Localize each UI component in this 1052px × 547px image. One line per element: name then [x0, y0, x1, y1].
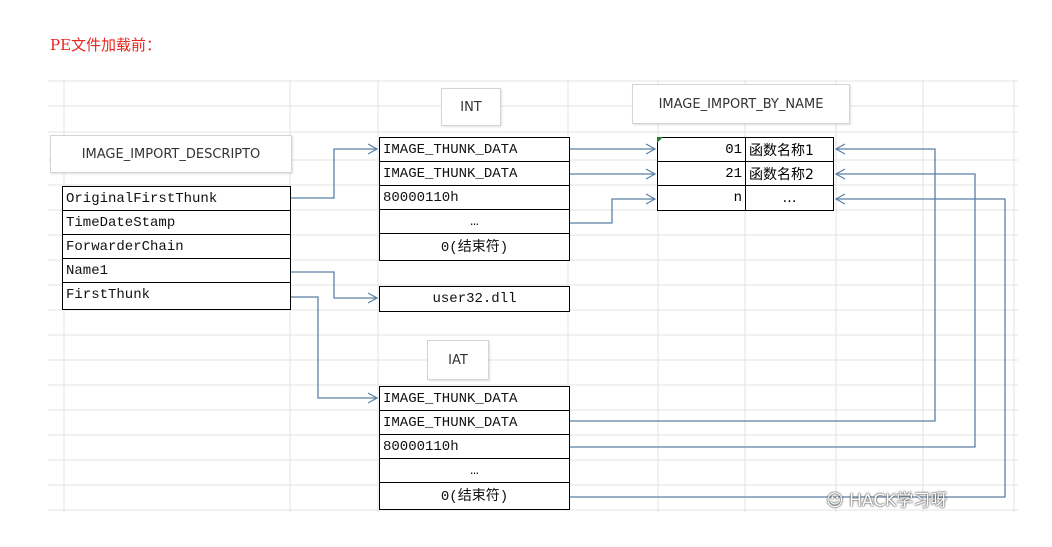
descriptor-field: OriginalFirstThunk [63, 187, 290, 211]
descriptor-field: Name1 [63, 259, 290, 283]
ibn-row: n … [658, 186, 833, 210]
arrow-int-dots-to-ibn3 [570, 193, 657, 224]
int-row: 0(结束符) [440, 240, 509, 256]
int-label: INT [441, 88, 501, 126]
descriptor-label: IMAGE_IMPORT_DESCRIPTO [50, 135, 292, 173]
iat-label: IAT [427, 340, 489, 380]
int-row: IMAGE_THUNK_DATA [380, 138, 569, 162]
dll-name: user32.dll [432, 291, 517, 307]
ibn-table: 01 函数名称1 21 函数名称2 n … [657, 137, 834, 211]
arrow-iat-end-to-ibn3 [570, 193, 1006, 498]
ibn-name: … [782, 190, 797, 206]
ibn-hint: 21 [658, 162, 746, 185]
ibn-row: 21 函数名称2 [658, 162, 833, 186]
cell-marker-icon [657, 137, 663, 143]
wechat-icon: ☺ [826, 491, 844, 511]
int-row: IMAGE_THUNK_DATA [380, 162, 569, 186]
ibn-hint: 01 [658, 138, 746, 161]
descriptor-field: FirstThunk [66, 287, 151, 303]
ibn-name: 函数名称2 [749, 166, 814, 183]
arrow-oft-to-int [291, 143, 379, 199]
iat-row: 80000110h [380, 435, 569, 459]
page-title: PE文件加载前： [50, 36, 162, 54]
iat-table: IMAGE_THUNK_DATA IMAGE_THUNK_DATA 800001… [379, 386, 570, 510]
iat-row: 0(结束符) [440, 489, 509, 505]
ibn-label: IMAGE_IMPORT_BY_NAME [632, 84, 850, 124]
int-table: IMAGE_THUNK_DATA IMAGE_THUNK_DATA 800001… [379, 137, 570, 261]
watermark-text: HACK学习呀 [849, 491, 948, 511]
ibn-row: 01 函数名称1 [658, 138, 833, 162]
iat-row: IMAGE_THUNK_DATA [380, 387, 569, 411]
arrow-ft-to-iat [291, 296, 379, 404]
ibn-name: 函数名称1 [749, 142, 814, 159]
arrow-iat3-to-ibn2 [570, 168, 976, 448]
descriptor-field: ForwarderChain [63, 235, 290, 259]
descriptor-table: OriginalFirstThunk TimeDateStamp Forward… [62, 186, 291, 310]
int-row: 80000110h [380, 186, 569, 210]
arrow-name-to-dll [291, 271, 379, 304]
int-row: … [380, 210, 569, 234]
iat-row: IMAGE_THUNK_DATA [380, 411, 569, 435]
watermark: ☺ HACK学习呀 [826, 486, 947, 511]
ibn-hint: n [658, 186, 746, 210]
arrow-iat2-to-ibn1 [570, 143, 936, 422]
descriptor-field: TimeDateStamp [63, 211, 290, 235]
dll-name-box: user32.dll [379, 286, 570, 312]
iat-row: … [380, 459, 569, 483]
